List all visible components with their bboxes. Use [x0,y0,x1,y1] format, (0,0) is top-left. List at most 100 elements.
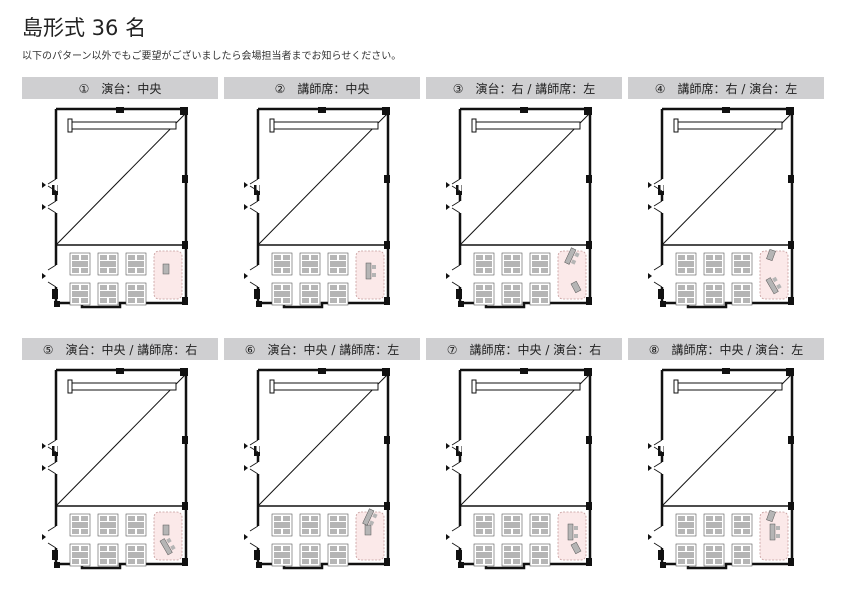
floor-plan [446,107,592,309]
table [330,552,346,558]
table [128,522,144,528]
door-leaf [47,439,57,453]
chair [541,285,548,290]
table [476,261,492,267]
chair [339,298,346,303]
column [658,550,664,560]
layout-label: ⑦ 講師席：中央 / 演台：右 [426,338,622,360]
column [786,368,794,376]
layout-panel: ⑦ 講師席：中央 / 演台：右 [426,338,622,584]
layout-panel: ⑤ 演台：中央 / 講師席：右 [22,338,218,584]
table [302,291,318,297]
chair [372,273,376,277]
column [384,558,390,566]
chair [541,529,548,534]
table [678,552,694,558]
podium [570,541,582,555]
chair [485,546,492,551]
table [678,261,694,267]
chair [678,298,685,303]
table [330,522,346,528]
table [504,261,520,267]
column [382,107,390,115]
floor-plan [244,107,390,309]
chair [128,298,135,303]
table-island [703,543,725,567]
screen [673,382,783,391]
chair [283,268,290,273]
folding-wall-diagonal [661,112,793,246]
door-leaf [653,439,663,453]
table-island [299,252,321,276]
door-leaf [47,525,57,549]
desk [159,538,173,556]
chair [743,546,750,551]
table-island [675,513,697,537]
chair [513,516,520,521]
table [532,552,548,558]
table [100,522,116,528]
chair [476,285,483,290]
layout-panel: ④ 講師席：右 / 演台：左 [628,77,824,323]
chair [330,285,337,290]
chair [513,268,520,273]
table-island [299,282,321,306]
floor-plan [648,107,794,309]
column [54,562,60,568]
column [584,368,592,376]
layout-panel: ③ 演台：右 / 講師席：左 [426,77,622,323]
layout-label: ⑥ 演台：中央 / 講師席：左 [224,338,420,360]
column [254,550,260,560]
chair [170,544,176,551]
chair [311,529,318,534]
chair [532,546,539,551]
desk [564,247,577,265]
chair [485,285,492,290]
column [788,502,794,510]
chair [109,529,116,534]
door-leaf [653,178,663,192]
entrance-arrow [648,204,652,210]
floor-plan [244,368,390,570]
chair [72,559,79,564]
table-island [299,513,321,537]
chair [100,298,107,303]
layout-label: ② 講師席：中央 [224,77,420,99]
chair [476,298,483,303]
table [678,291,694,297]
chair [532,298,539,303]
chair [734,516,741,521]
chair [485,559,492,564]
chair [109,255,116,260]
chair [330,268,337,273]
chair [706,546,713,551]
column [116,368,124,374]
table [734,522,750,528]
chair [706,516,713,521]
table-island [125,282,147,306]
chair [302,255,309,260]
chair [302,516,309,521]
table [476,291,492,297]
table-island [69,282,91,306]
layout-panel: ① 演台：中央 [22,77,218,323]
column [788,558,794,566]
chair [339,546,346,551]
chair [311,516,318,521]
column [182,558,188,566]
chair [137,298,144,303]
table [532,522,548,528]
door-leaf [249,461,259,475]
door-leaf [249,200,259,214]
chair [274,298,281,303]
chair [81,285,88,290]
table-island [731,282,753,306]
table-island [473,282,495,306]
column [586,241,592,249]
chair [274,546,281,551]
chair [339,516,346,521]
chair [570,259,577,265]
column [52,550,58,560]
chair [476,529,483,534]
desk [365,262,372,280]
